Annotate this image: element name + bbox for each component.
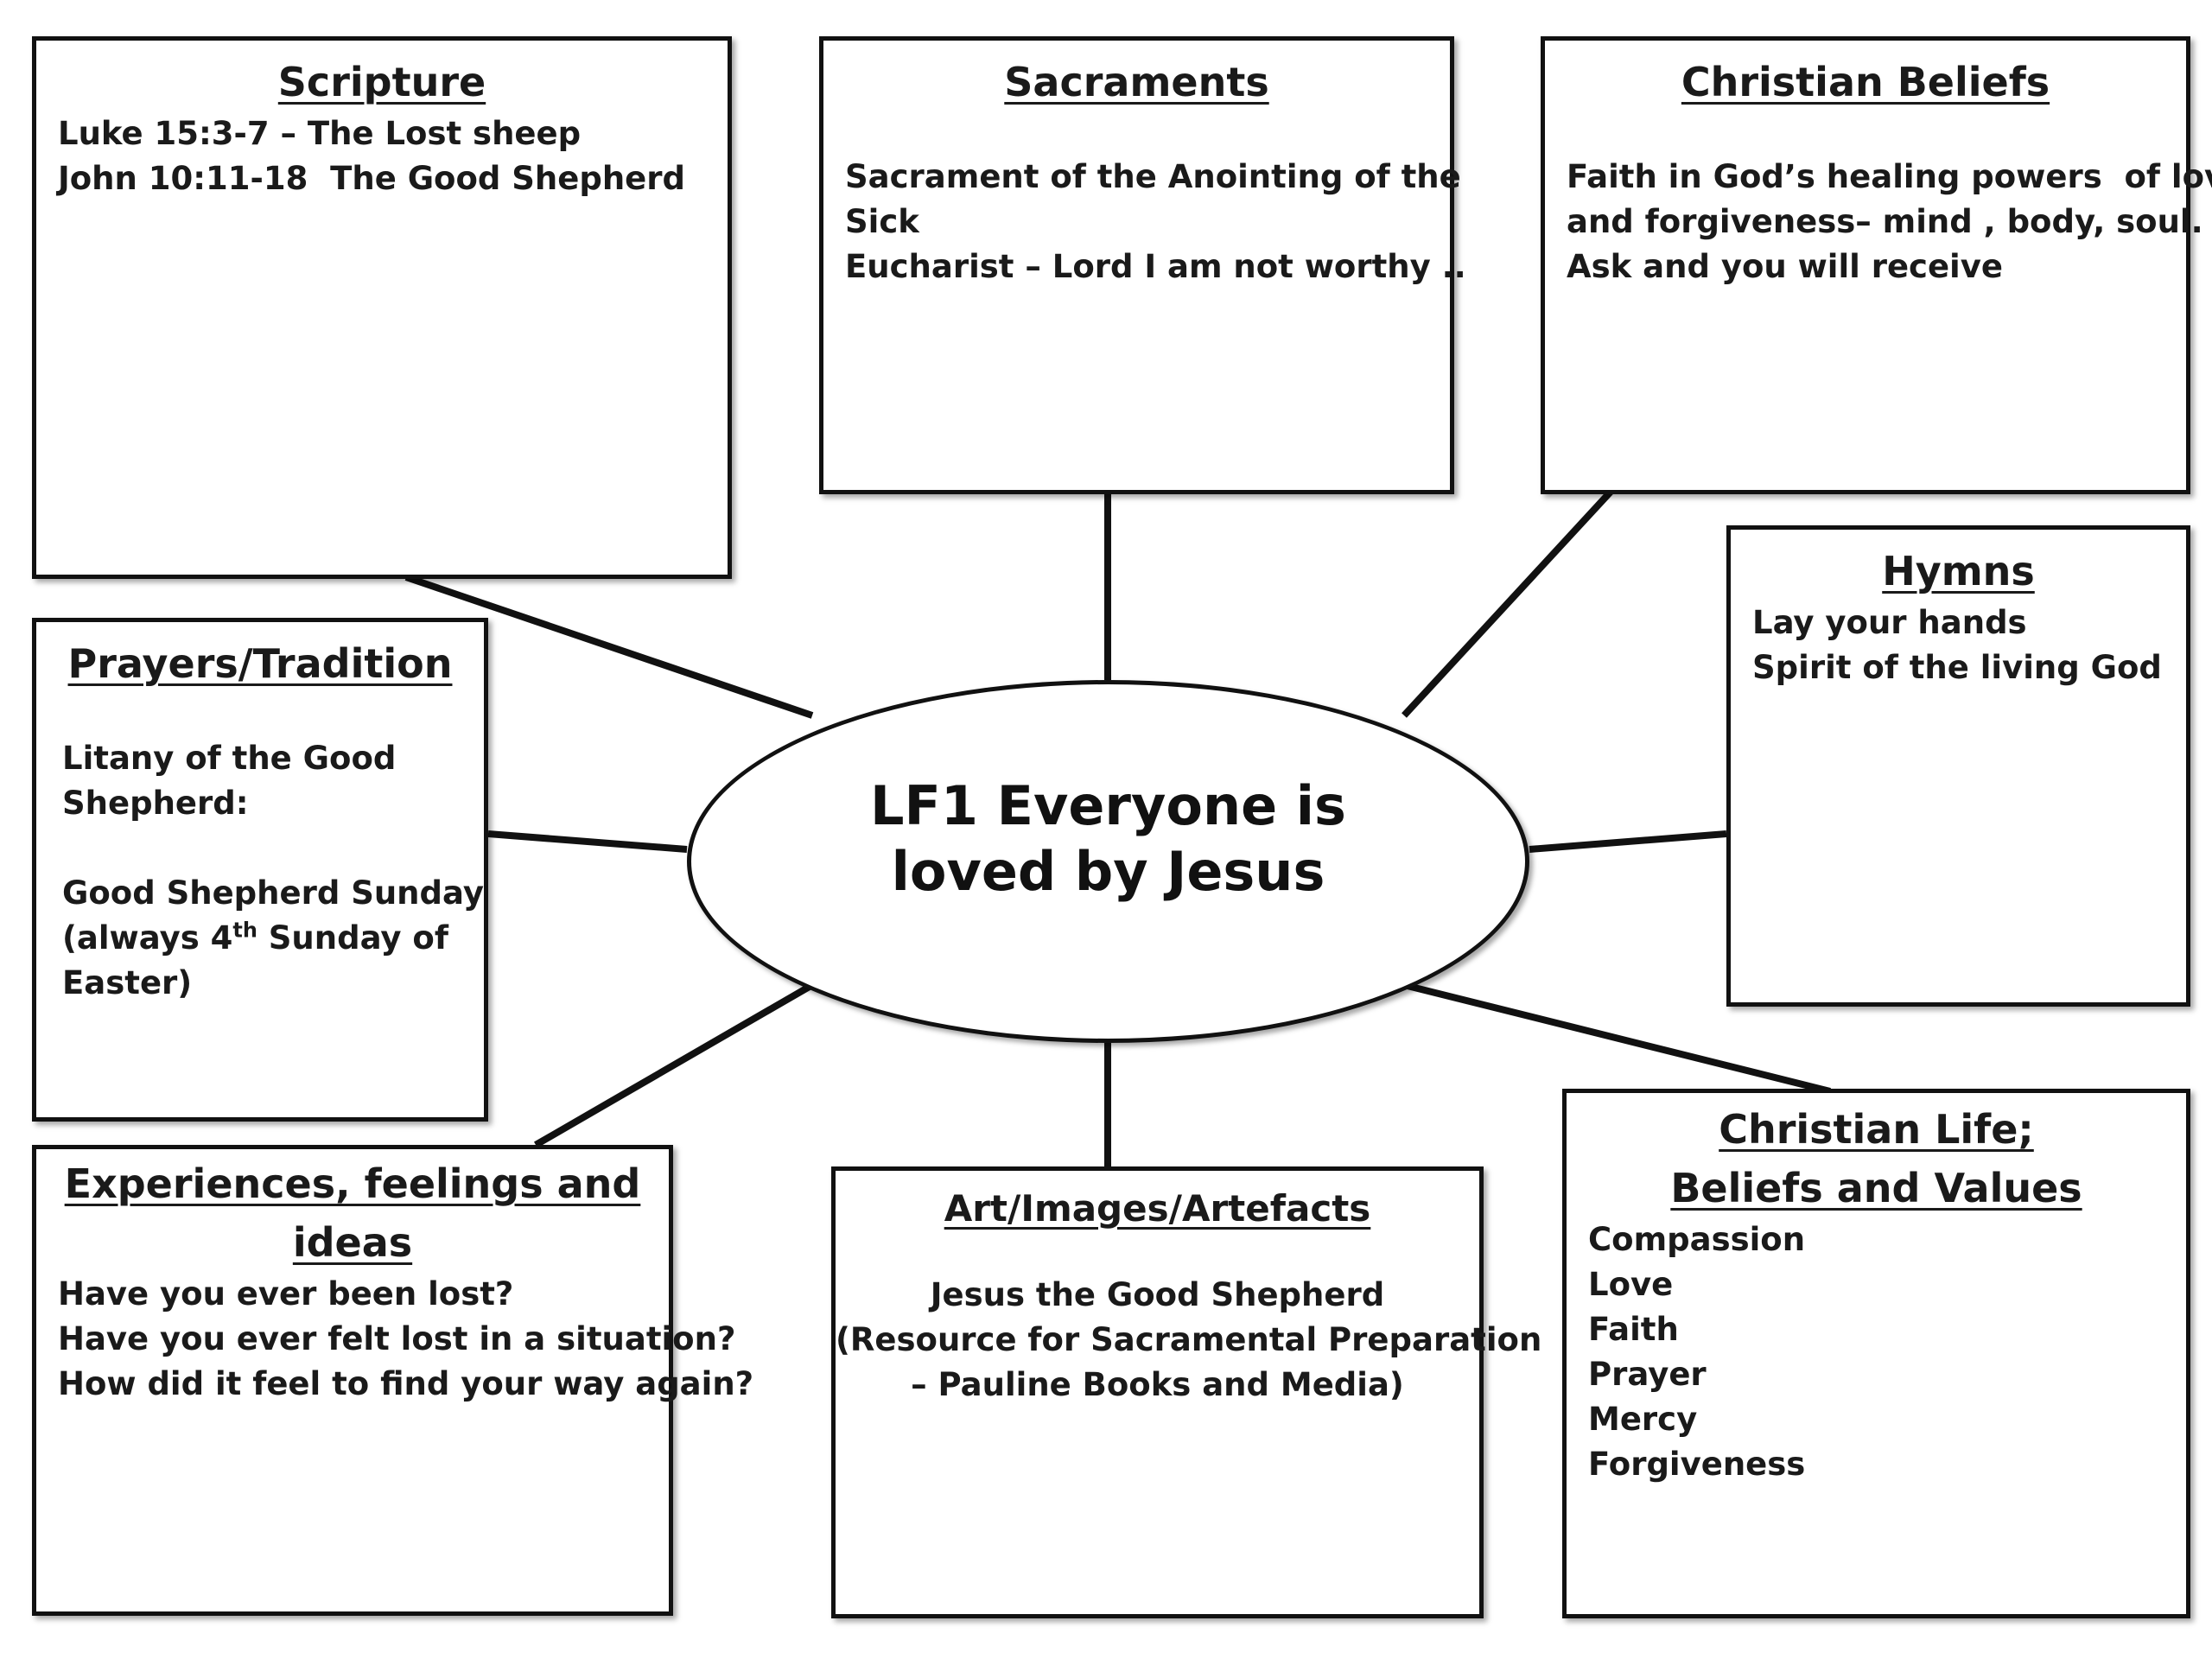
center-title-line: LF1 Everyone is	[870, 774, 1346, 837]
experiences-box: Experiences, feelings and ideas Have you…	[32, 1145, 754, 1616]
christian-beliefs-title: Christian Beliefs	[1681, 59, 2050, 105]
christian-beliefs-line: and forgiveness– mind , body, soul.	[1567, 203, 2203, 240]
hymns-line: Lay your hands	[1752, 604, 2027, 641]
prayers-line: Shepherd:	[62, 785, 249, 822]
christian-beliefs-line: Faith in God’s healing powers of love	[1567, 158, 2212, 195]
experiences-title: Experiences, feelings and ideas	[36, 1154, 669, 1272]
christian-life-box: Christian Life; Beliefs and Values Compa…	[1562, 1089, 2190, 1618]
christian-life-line: Prayer	[1588, 1356, 1707, 1393]
christian-beliefs-body: Faith in God’s healing powers of love an…	[1545, 155, 2212, 289]
experiences-line: Have you ever been lost?	[58, 1275, 514, 1313]
hymns-box: Hymns Lay your hands Spirit of the livin…	[1726, 525, 2190, 1007]
scripture-line: John 10:11-18 The Good Shepherd	[58, 160, 685, 197]
prayers-tradition-box: Prayers/Tradition Litany of the Good She…	[32, 618, 488, 1122]
prayers-line: Good Shepherd Sunday	[62, 874, 484, 912]
sacraments-body: Sacrament of the Anointing of the Sick E…	[823, 155, 1466, 289]
experiences-title-line: ideas	[292, 1219, 413, 1266]
prayers-text: Sunday of	[257, 919, 448, 957]
center-topic-title: LF1 Everyone is loved by Jesus	[687, 773, 1529, 905]
hymns-body: Lay your hands Spirit of the living God	[1731, 601, 2186, 690]
ordinal-suffix: th	[232, 918, 257, 943]
experiences-body: Have you ever been lost? Have you ever f…	[36, 1272, 754, 1407]
christian-life-line: Forgiveness	[1588, 1446, 1806, 1483]
scripture-body: Luke 15:3-7 – The Lost sheep John 10:11-…	[36, 111, 728, 201]
connector-christian-beliefs	[1402, 488, 1614, 718]
prayers-line: Easter)	[62, 964, 193, 1001]
prayers-line: (always 4th Sunday of	[62, 916, 484, 961]
christian-life-title: Christian Life; Beliefs and Values	[1567, 1100, 2186, 1217]
sacraments-title: Sacraments	[1004, 59, 1269, 105]
experiences-title-line: Experiences, feelings and	[64, 1160, 641, 1207]
art-body: Jesus the Good Shepherd (Resource for Sa…	[836, 1273, 1542, 1408]
experiences-line: Have you ever felt lost in a situation?	[58, 1320, 736, 1357]
sacraments-line: Sacrament of the Anointing of the	[845, 158, 1461, 195]
scripture-title: Scripture	[277, 59, 486, 105]
connector-prayers	[487, 830, 688, 853]
hymns-title: Hymns	[1882, 548, 2035, 594]
connector-experiences	[533, 982, 815, 1148]
prayers-tradition-body: Litany of the Good Shepherd: Good Shephe…	[36, 736, 484, 1006]
art-line: Jesus the Good Shepherd	[930, 1276, 1385, 1313]
prayers-tradition-title: Prayers/Tradition	[67, 640, 453, 687]
christian-beliefs-box: Christian Beliefs Faith in God’s healing…	[1541, 36, 2212, 494]
connector-hymns	[1529, 830, 1727, 853]
art-title: Art/Images/Artefacts	[944, 1187, 1371, 1230]
art-box: Art/Images/Artefacts Jesus the Good Shep…	[831, 1166, 1542, 1618]
christian-life-title-line: Christian Life;	[1719, 1106, 2034, 1153]
scripture-line: Luke 15:3-7 – The Lost sheep	[58, 115, 582, 152]
center-topic-ellipse	[687, 680, 1529, 1043]
art-line: – Pauline Books and Media)	[911, 1366, 1404, 1403]
christian-life-body: Compassion Love Faith Prayer Mercy Forgi…	[1567, 1217, 2186, 1487]
christian-life-line: Compassion	[1588, 1221, 1806, 1258]
experiences-line: How did it feel to find your way again?	[58, 1365, 754, 1402]
art-line: (Resource for Sacramental Preparation	[836, 1321, 1542, 1358]
prayers-line: Litany of the Good	[62, 740, 397, 777]
center-title-line: loved by Jesus	[891, 840, 1325, 903]
christian-life-title-line: Beliefs and Values	[1670, 1165, 2082, 1211]
hymns-line: Spirit of the living God	[1752, 649, 2162, 686]
christian-life-line: Love	[1588, 1266, 1674, 1303]
sacraments-line: Sick	[845, 203, 919, 240]
connector-scripture	[404, 574, 814, 719]
prayers-text: (always 4	[62, 919, 233, 957]
christian-beliefs-line: Ask and you will receive	[1567, 248, 2003, 285]
christian-life-line: Mercy	[1588, 1401, 1698, 1438]
spacer	[62, 826, 484, 871]
christian-life-line: Faith	[1588, 1311, 1679, 1348]
connector-christian-life	[1403, 982, 1831, 1095]
sacraments-line: Eucharist – Lord I am not worthy ..	[845, 248, 1466, 285]
sacraments-box: Sacraments Sacrament of the Anointing of…	[819, 36, 1466, 494]
scripture-box: Scripture Luke 15:3-7 – The Lost sheep J…	[32, 36, 732, 579]
